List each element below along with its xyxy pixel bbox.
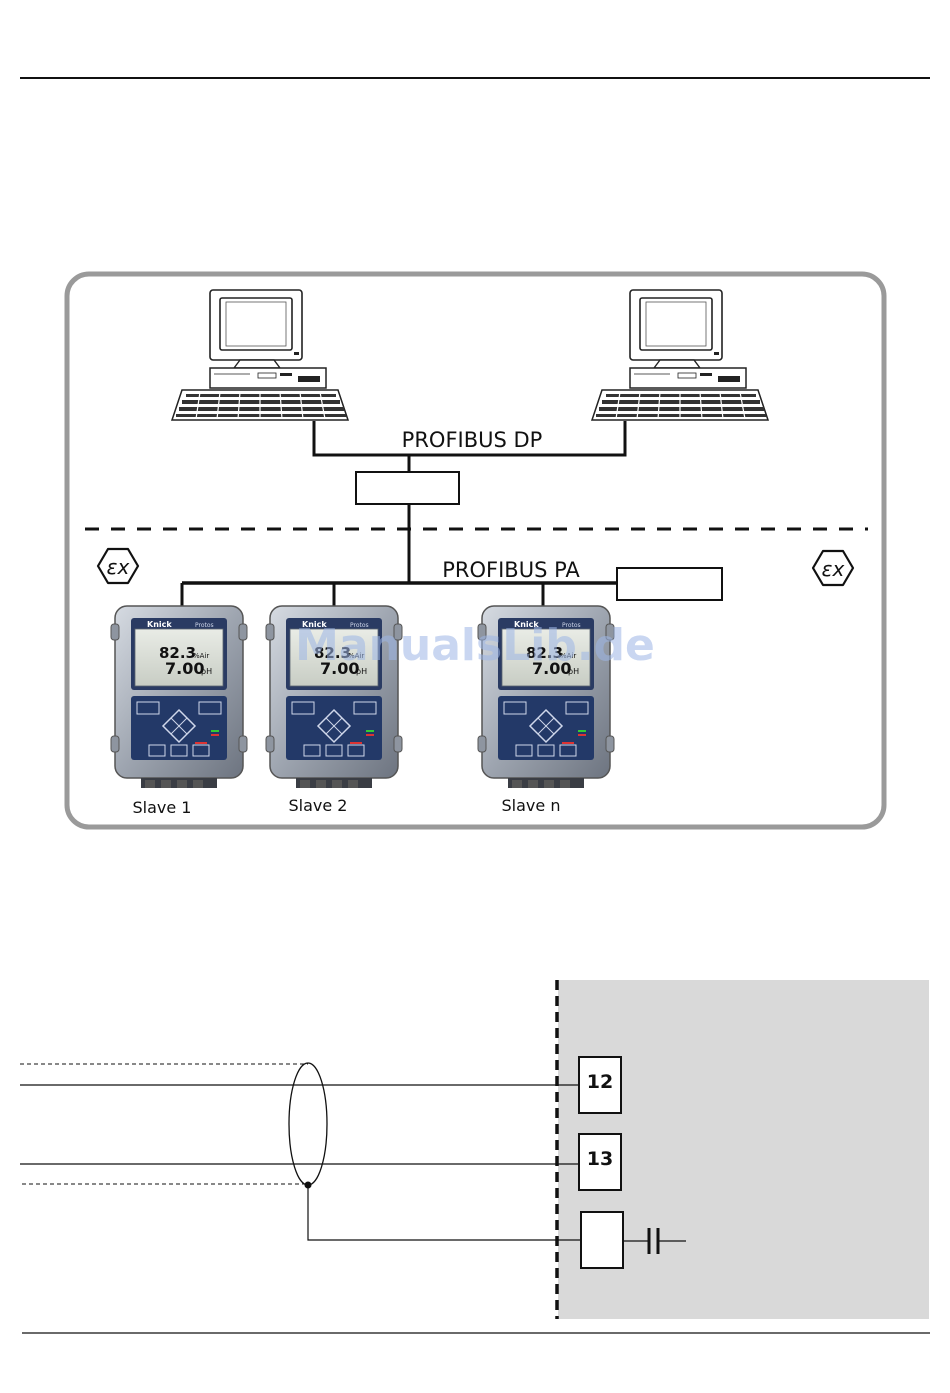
svg-text:εx: εx (822, 557, 845, 581)
slave-1-label: Slave 1 (133, 798, 192, 817)
terminal-12-label: 12 (587, 1071, 613, 1093)
bus-terminator-box (617, 568, 722, 600)
profibus-pa-label: PROFIBUS PA (442, 558, 580, 582)
ex-symbol-left-icon: εx (98, 549, 138, 583)
segment-coupler-box (356, 472, 459, 504)
slave-device-1: Knick Protos 82.3 %Air 7.00 pH (111, 606, 247, 788)
svg-text:Knick: Knick (147, 620, 172, 629)
slave-n-label: Slave n (502, 796, 561, 815)
svg-text:Protos: Protos (195, 622, 214, 629)
svg-text:εx: εx (107, 555, 130, 579)
slave-2-label: Slave 2 (289, 796, 348, 815)
ex-symbol-right-icon: εx (813, 551, 853, 585)
terminal-shield (581, 1212, 623, 1268)
shield-ground-wire (308, 1185, 581, 1240)
profibus-dp-label: PROFIBUS DP (402, 428, 543, 452)
watermark: ManualsLib.de (295, 620, 655, 671)
cable-shield-ellipse (289, 1063, 327, 1185)
terminal-13-label: 13 (587, 1148, 613, 1170)
svg-text:pH: pH (201, 667, 212, 676)
svg-text:7.00: 7.00 (165, 659, 204, 678)
